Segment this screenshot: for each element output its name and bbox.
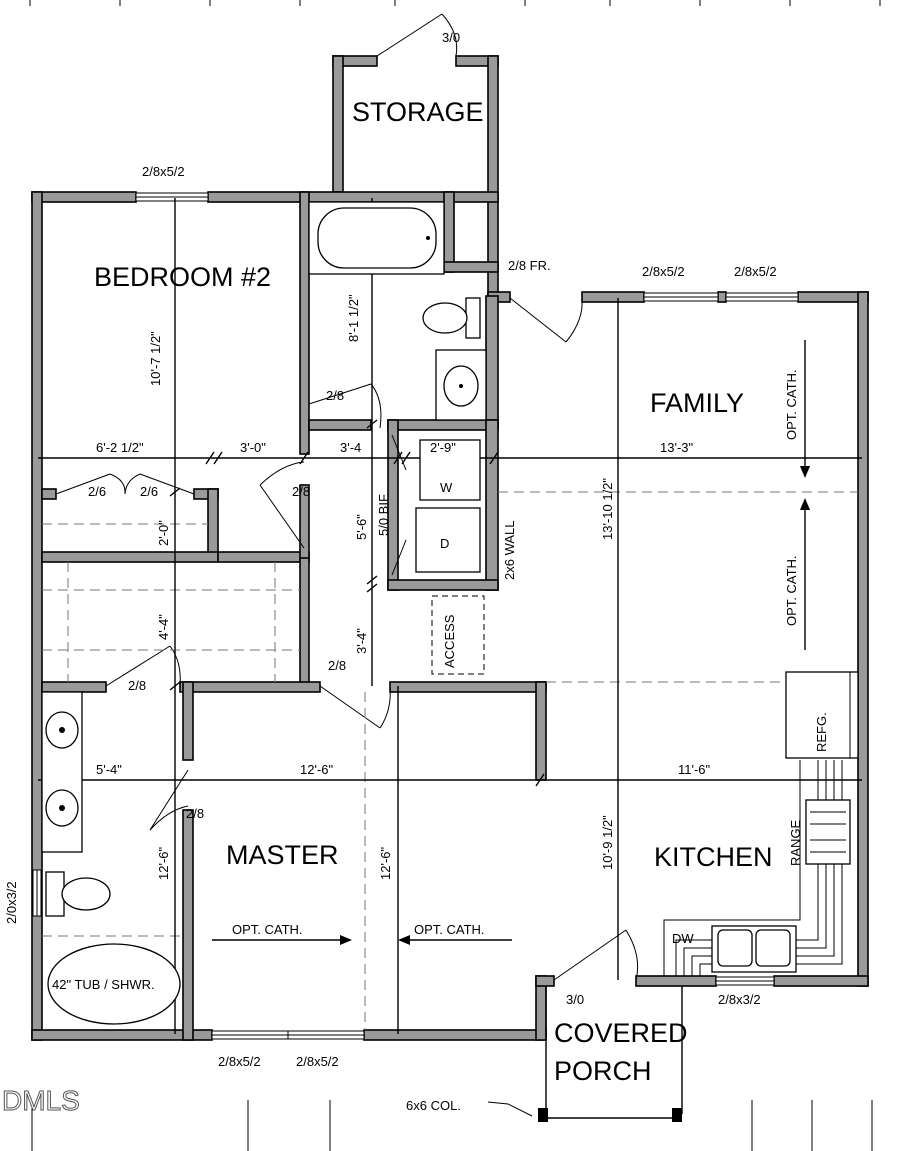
dim-row1-a: 6'-2 1/2" — [96, 440, 144, 455]
dim-closet-height: 2'-0" — [156, 520, 171, 546]
dim-bed2-height: 10'-7 1/2" — [148, 331, 163, 386]
label-access: ACCESS — [442, 614, 457, 668]
label-dishwasher: DW — [672, 931, 694, 946]
dim-mbath-height: 12'-6" — [156, 846, 171, 880]
label-window-bath: 2/0x3/2 — [4, 881, 19, 924]
dim-row1-c: 3'-4 — [340, 440, 361, 455]
room-family: FAMILY — [650, 388, 744, 418]
label-window-family-1: 2/8x5/2 — [642, 264, 685, 279]
label-dryer: D — [440, 536, 449, 551]
windows — [32, 192, 799, 1040]
dim-family-height: 13'-10 1/2" — [600, 478, 615, 540]
label-door-hall: 2/8 — [292, 484, 310, 499]
label-range: RANGE — [788, 819, 803, 866]
label-closet-door-2: 2/6 — [140, 484, 158, 499]
label-window-bed2: 2/8x5/2 — [142, 164, 185, 179]
doors — [55, 13, 639, 981]
dim-row1-b: 3'-0" — [240, 440, 266, 455]
dim-row2-c: 11'-6" — [678, 762, 711, 777]
labels: 3/0 2/8x5/2 2/8 FR. 2/8x5/2 2/8x5/2 OPT.… — [2, 30, 830, 1117]
label-refrigerator: REFG. — [814, 712, 829, 752]
fixtures — [41, 201, 859, 1122]
label-window-master-2: 2/8x5/2 — [296, 1054, 339, 1069]
label-window-family-2: 2/8x5/2 — [734, 264, 777, 279]
label-washer: W — [440, 480, 453, 495]
label-opt-cath-master-1: OPT. CATH. — [232, 922, 303, 937]
dim-row2-b: 12'-6" — [300, 762, 334, 777]
room-covered: COVERED — [554, 1018, 688, 1048]
dim-row1-d: 2'-9" — [430, 440, 456, 455]
cath-arrows — [212, 340, 810, 945]
top-ticks — [29, 0, 881, 1151]
label-closet-door-1: 2/6 — [88, 484, 106, 499]
label-door-storage: 3/0 — [442, 30, 460, 45]
label-tub: 42" TUB / SHWR. — [52, 977, 155, 992]
room-kitchen: KITCHEN — [654, 842, 773, 872]
label-door-master-bath-2: 2/8 — [186, 806, 204, 821]
dim-laundry-height: 5'-6" — [354, 514, 369, 540]
label-window-kitchen: 2/8x3/2 — [718, 992, 761, 1007]
dim-hall-height: 3'-4" — [354, 628, 369, 654]
dim-master-height: 12'-6" — [378, 846, 393, 880]
dim-kitchen-height: 10'-9 1/2" — [600, 815, 615, 870]
dim-row2-a: 5'-4" — [96, 762, 122, 777]
walls — [31, 55, 869, 1041]
label-column: 6x6 COL. — [406, 1098, 461, 1113]
label-window-master-1: 2/8x5/2 — [218, 1054, 261, 1069]
label-2x6-wall: 2x6 WALL — [502, 521, 517, 581]
label-door-hall-2: 2/8 — [328, 658, 346, 673]
label-door-bath: 2/8 — [326, 388, 344, 403]
dimension-text: 10'-7 1/2" 8'-1 1/2" 6'-2 1/2" 3'-0" 3'-… — [96, 294, 711, 880]
label-door-master-bath: 2/8 — [128, 678, 146, 693]
watermark: DMLS — [2, 1085, 80, 1116]
room-bedroom-2: BEDROOM #2 — [94, 262, 271, 292]
label-door-fr: 2/8 FR. — [508, 258, 551, 273]
dim-closet2-height: 4'-4" — [156, 614, 171, 640]
label-opt-cath-family-2: OPT. CATH. — [784, 555, 799, 626]
room-porch: PORCH — [554, 1056, 652, 1086]
label-door-front: 3/0 — [566, 992, 584, 1007]
label-bifold: 5/0 BIF — [376, 494, 391, 536]
dim-row1-e: 13'-3" — [660, 440, 694, 455]
room-names: STORAGE BEDROOM #2 FAMILY MASTER KITCHEN… — [94, 97, 773, 1086]
room-storage: STORAGE — [352, 97, 484, 127]
label-opt-cath-family-1: OPT. CATH. — [784, 369, 799, 440]
label-opt-cath-master-2: OPT. CATH. — [414, 922, 485, 937]
room-master: MASTER — [226, 840, 339, 870]
dim-bath-height: 8'-1 1/2" — [346, 294, 361, 342]
